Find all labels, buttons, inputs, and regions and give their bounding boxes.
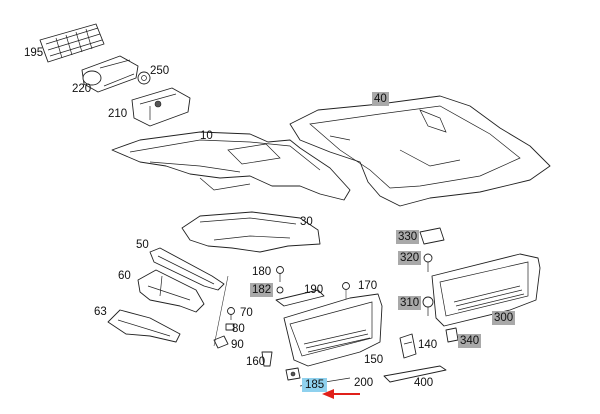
callout-330[interactable]: 330 — [396, 230, 420, 244]
part-250-nut[interactable] — [137, 71, 151, 85]
callout-150[interactable]: 150 — [364, 354, 384, 366]
callout-180[interactable]: 180 — [252, 266, 272, 278]
part-320-screw[interactable] — [423, 253, 433, 272]
part-400-strip[interactable] — [383, 365, 447, 383]
part-160-bumper[interactable] — [261, 351, 273, 367]
part-210-cover[interactable] — [131, 87, 191, 127]
part-10-floor-mat-front[interactable] — [111, 131, 351, 201]
part-180-clip[interactable] — [276, 266, 284, 283]
part-140-bumper[interactable] — [399, 333, 417, 359]
callout-220[interactable]: 220 — [72, 83, 92, 95]
callout-185-highlighted[interactable]: 185 — [302, 378, 328, 392]
part-330-cap[interactable] — [419, 227, 445, 245]
part-190-bracket[interactable] — [275, 289, 325, 307]
part-80-screw[interactable] — [225, 323, 235, 331]
part-182-nut[interactable] — [276, 286, 284, 294]
callout-63[interactable]: 63 — [94, 306, 107, 318]
part-90-clip[interactable] — [213, 335, 229, 349]
callout-70[interactable]: 70 — [240, 307, 253, 319]
callout-195[interactable]: 195 — [24, 47, 44, 59]
callout-320[interactable]: 320 — [398, 251, 422, 265]
part-60-bracket[interactable] — [137, 269, 205, 313]
callout-200[interactable]: 200 — [354, 377, 374, 389]
callout-190[interactable]: 190 — [304, 284, 324, 296]
part-70-clip[interactable] — [227, 307, 235, 321]
part-50-trim-strip[interactable] — [149, 247, 225, 291]
part-150-step-left[interactable] — [283, 293, 383, 367]
callout-250[interactable]: 250 — [150, 65, 170, 77]
part-310-clip[interactable] — [422, 296, 434, 316]
callout-160[interactable]: 160 — [246, 356, 266, 368]
part-300-step-right[interactable] — [431, 253, 541, 327]
callout-40[interactable]: 40 — [372, 92, 389, 106]
part-185-clip[interactable] — [285, 367, 301, 381]
callout-90[interactable]: 90 — [231, 339, 244, 351]
part-340-clip[interactable] — [445, 327, 459, 343]
callout-60[interactable]: 60 — [118, 270, 131, 282]
callout-80[interactable]: 80 — [232, 323, 245, 335]
callout-140[interactable]: 140 — [418, 339, 438, 351]
callout-10[interactable]: 10 — [200, 130, 213, 142]
part-63-panel[interactable] — [107, 309, 181, 343]
part-195-grille[interactable] — [39, 23, 105, 63]
callout-300[interactable]: 300 — [492, 311, 516, 325]
callout-210[interactable]: 210 — [108, 108, 128, 120]
callout-170[interactable]: 170 — [358, 280, 378, 292]
highlight-arrow — [322, 389, 360, 399]
callout-50[interactable]: 50 — [136, 239, 149, 251]
callout-400[interactable]: 400 — [414, 377, 434, 389]
callout-340[interactable]: 340 — [458, 334, 482, 348]
callout-310[interactable]: 310 — [398, 296, 422, 310]
callout-30[interactable]: 30 — [300, 216, 313, 228]
part-30-panel[interactable] — [181, 211, 321, 253]
callout-182[interactable]: 182 — [250, 283, 274, 297]
part-220-air-duct[interactable] — [81, 55, 139, 93]
part-40-floor-mat-rear[interactable] — [289, 95, 551, 207]
